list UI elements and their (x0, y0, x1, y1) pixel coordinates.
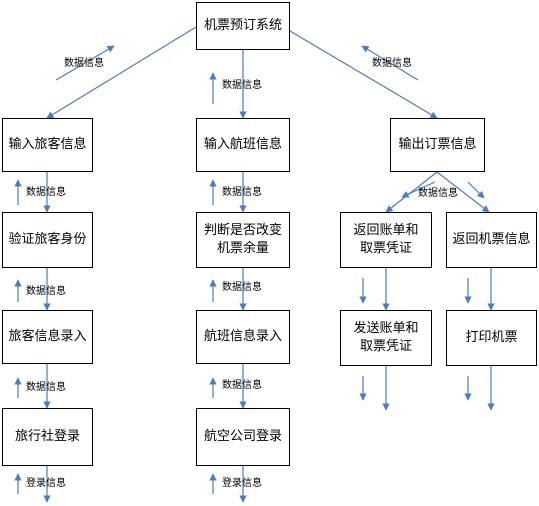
edge-label-left-3: 数据信息 (26, 382, 66, 393)
node-agency-login: 旅行社登录 (2, 408, 93, 466)
node-airline-login: 航空公司登录 (196, 408, 290, 466)
edge-label-center-3: 数据信息 (222, 380, 262, 391)
node-flight-record: 航班信息录入 (196, 310, 290, 364)
edge-label-left-1: 数据信息 (26, 187, 66, 198)
edge-label-center-4: 登录信息 (222, 478, 262, 489)
node-print-ticket: 打印机票 (446, 310, 537, 366)
edge-label-left-2: 数据信息 (26, 286, 66, 297)
node-output-ticket: 输出订票信息 (390, 118, 485, 172)
node-judge-change: 判断是否改变 机票余量 (196, 212, 290, 268)
edge-label-center-1: 数据信息 (222, 187, 262, 198)
node-root: 机票预订系统 (196, 2, 290, 50)
edge-root-to-input-passenger (46, 26, 197, 119)
edge-label-right: 数据信息 (418, 188, 458, 199)
return-arrow-right-1 (401, 181, 436, 198)
node-return-bill: 返回账单和 取票凭证 (340, 212, 432, 268)
return-arrow-left (55, 45, 115, 81)
edge-root-to-output-ticket (289, 30, 438, 119)
return-arrow-right (361, 45, 419, 81)
node-return-ticket: 返回机票信息 (446, 212, 537, 268)
edge-label-root-left: 数据信息 (64, 58, 104, 69)
node-input-passenger: 输入旅客信息 (2, 118, 93, 172)
edge-label-center-2: 数据信息 (222, 282, 262, 293)
edge-output-to-return-bill (385, 171, 438, 213)
edge-output-to-return-ticket (436, 171, 490, 213)
node-verify-identity: 验证旅客身份 (2, 212, 93, 268)
edge-label-root-right: 数据信息 (372, 58, 412, 69)
node-send-bill: 发送账单和 取票凭证 (340, 310, 432, 366)
edge-label-left-4: 登录信息 (26, 478, 66, 489)
edge-label-root-center: 数据信息 (222, 80, 262, 91)
node-input-flight: 输入航班信息 (196, 118, 290, 172)
node-passenger-record: 旅客信息录入 (2, 310, 93, 364)
return-arrow-right-2 (467, 181, 485, 199)
